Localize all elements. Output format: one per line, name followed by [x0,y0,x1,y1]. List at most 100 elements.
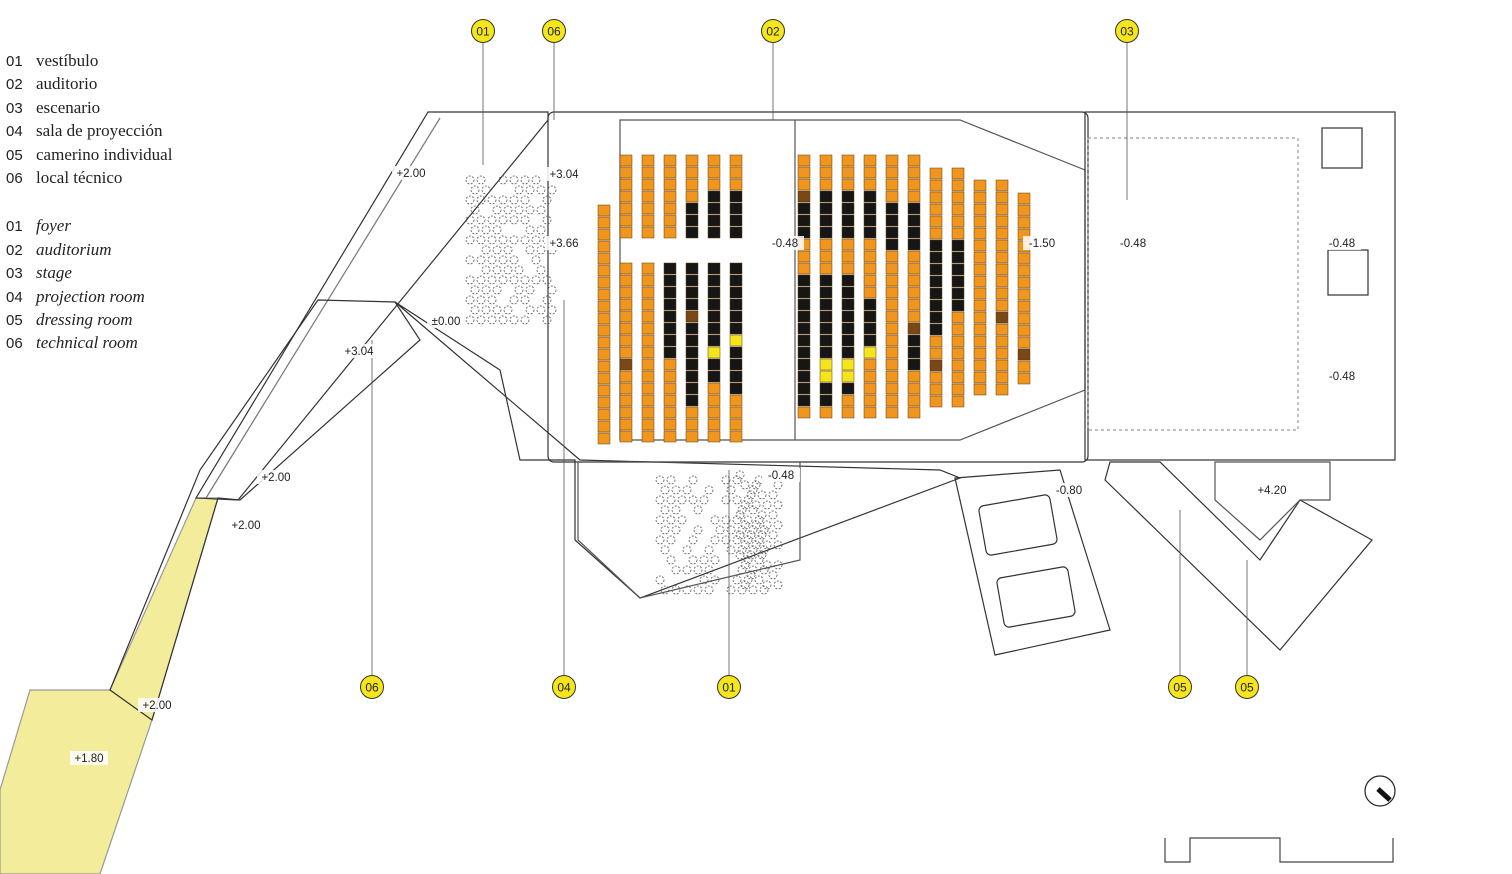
seat [620,275,632,286]
seat [598,217,610,228]
seat [798,203,810,214]
planter-icon [749,486,757,494]
seat [642,347,654,358]
seat [842,287,854,298]
seat [864,299,876,310]
planter-icon [537,226,545,234]
seat [952,264,964,275]
seat [864,323,876,334]
seat [974,372,986,383]
seat [642,383,654,394]
planter-icon [510,216,518,224]
planter-icon [749,546,757,554]
seat [842,203,854,214]
seat [842,371,854,382]
seat [886,215,898,226]
seat [974,252,986,263]
seat [686,323,698,334]
planter-icon [521,196,529,204]
planter-icon [683,566,691,574]
planter-icon [488,236,496,244]
seat [708,359,720,370]
planter-icon [548,286,556,294]
planter-icon [683,486,691,494]
planter-icon [774,501,782,509]
seat [930,204,942,215]
planter-icon [521,296,529,304]
seat [908,371,920,382]
planter-icon [711,516,719,524]
seat [974,180,986,191]
planter-icon [738,546,746,554]
planter-icon [510,176,518,184]
seat [864,155,876,166]
seat [598,229,610,240]
seat [642,191,654,202]
seat [908,227,920,238]
seat [620,347,632,358]
planter-icon [488,196,496,204]
planter-icon [694,566,702,574]
seat [908,347,920,358]
foyer-room [578,462,800,598]
seat [842,155,854,166]
seat [730,227,742,238]
planter-icon [656,496,664,504]
seat [598,289,610,300]
seat [952,240,964,251]
planter-icon [477,176,485,184]
planter-icon [705,546,713,554]
seat [886,407,898,418]
seat [730,359,742,370]
seat [820,407,832,418]
seat [864,251,876,262]
room-tag: 06 [365,681,379,695]
seat [820,335,832,346]
seat [664,287,676,298]
seat [974,204,986,215]
seat [974,216,986,227]
planter-icon [526,206,534,214]
seat [974,240,986,251]
seat [686,395,698,406]
planter-icon [733,536,741,544]
planter-icon [466,216,474,224]
seat [820,383,832,394]
seat [620,179,632,190]
seat [620,203,632,214]
seat [642,359,654,370]
seat [708,383,720,394]
seat [886,371,898,382]
seat [730,419,742,430]
seat [930,252,942,263]
seat [908,407,920,418]
seat [642,419,654,430]
planter-icon [493,266,501,274]
seat [642,275,654,286]
seat [1018,337,1030,348]
planter-icon [694,586,702,594]
seat [1018,361,1030,372]
planter-icon [667,516,675,524]
seat [886,335,898,346]
seat [620,263,632,274]
planter-icon [711,556,719,564]
elevation-label: +1.80 [74,753,103,765]
seat [952,288,964,299]
planter-icon [537,266,545,274]
planter-icon [504,246,512,254]
planter-icon [499,276,507,284]
planter-icon [694,506,702,514]
seat [598,241,610,252]
seat [952,228,964,239]
planter-icon [477,296,485,304]
planter-icon [537,246,545,254]
seat [996,384,1008,395]
seat [996,372,1008,383]
seat [620,419,632,430]
planter-icon [532,176,540,184]
seat [642,179,654,190]
planter-icon [667,536,675,544]
planter-icon [493,226,501,234]
